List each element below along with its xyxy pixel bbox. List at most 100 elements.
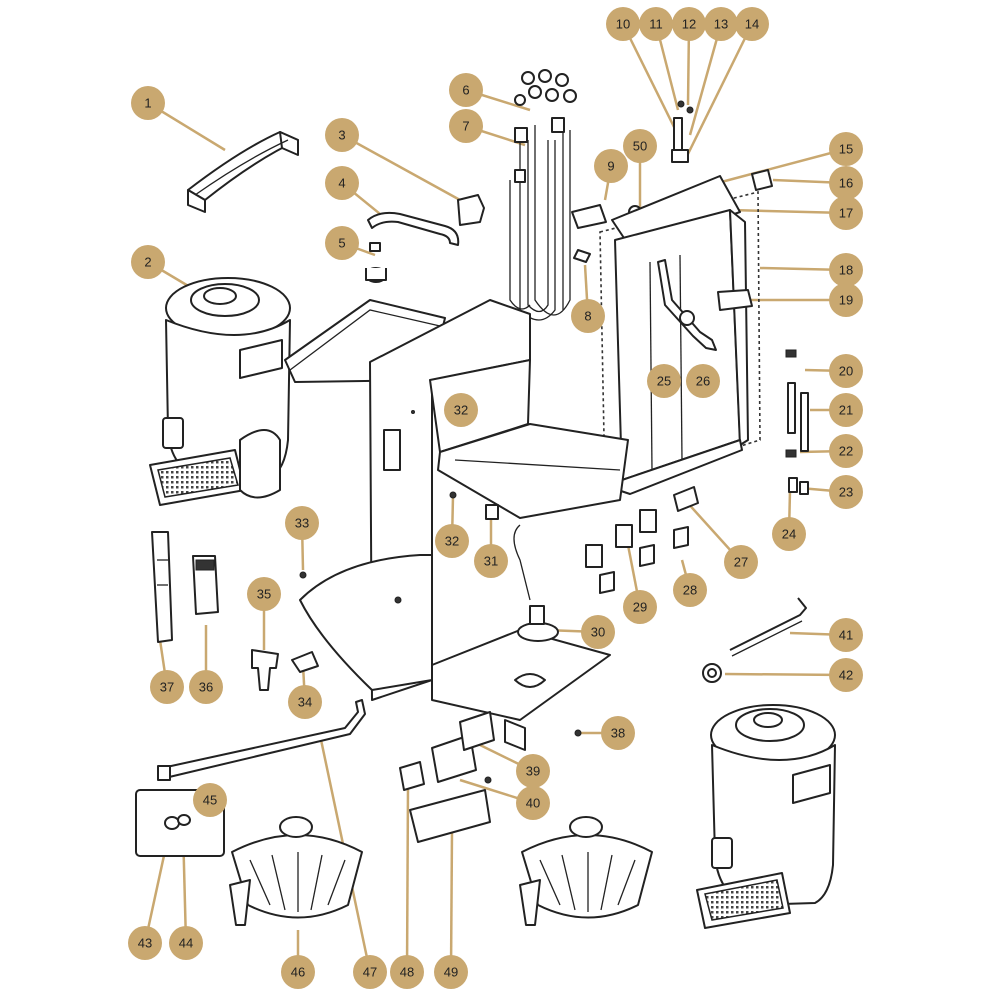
callout-badge-circle: [829, 283, 863, 317]
callout-number: 33: [295, 516, 309, 531]
callout-33: 33: [285, 506, 319, 540]
parts-drawing: [135, 69, 836, 929]
callout-number: 50: [633, 139, 647, 154]
callout-badge-circle: [449, 109, 483, 143]
part-water-tank: [599, 175, 761, 495]
callout-badge-circle: [647, 364, 681, 398]
callout-number: 42: [839, 668, 853, 683]
part-heating-elements: [509, 69, 577, 321]
callout-badge-circle: [829, 354, 863, 388]
callout-44: 44: [169, 926, 203, 960]
callout-badge-circle: [829, 132, 863, 166]
callout-badge-circle: [772, 517, 806, 551]
callout-number: 6: [462, 83, 469, 98]
callout-number: 47: [363, 965, 377, 980]
callout-badge-circle: [686, 364, 720, 398]
callout-badge-circle: [829, 658, 863, 692]
part-water-hose: [157, 699, 366, 781]
callout-22: 22: [829, 434, 863, 468]
callout-number: 7: [462, 119, 469, 134]
leader-line-13: [688, 23, 723, 136]
part-handle-bracket: [187, 131, 299, 213]
callout-number: 43: [138, 936, 152, 951]
callout-badge-circle: [829, 393, 863, 427]
part-thermal-server-left: [149, 277, 291, 506]
callout-32: 32: [435, 524, 469, 558]
callout-badge-circle: [444, 393, 478, 427]
callout-badge-circle: [434, 955, 468, 989]
callout-6: 6: [449, 73, 483, 107]
callout-number: 10: [616, 17, 630, 32]
callout-8: 8: [571, 299, 605, 333]
callout-number: 4: [338, 176, 345, 191]
callout-number: 1: [144, 96, 151, 111]
callout-number: 23: [839, 485, 853, 500]
callout-badge-circle: [601, 716, 635, 750]
callout-badge-circle: [189, 670, 223, 704]
callout-badge-circle: [325, 166, 359, 200]
callout-24: 24: [772, 517, 806, 551]
callout-badge-circle: [169, 926, 203, 960]
callout-16: 16: [829, 166, 863, 200]
callout-badge-circle: [571, 299, 605, 333]
callout-number: 49: [444, 965, 458, 980]
callout-number: 32: [454, 403, 468, 418]
callout-34: 34: [288, 685, 322, 719]
callout-number: 3: [338, 128, 345, 143]
callout-17: 17: [829, 196, 863, 230]
callout-number: 35: [257, 587, 271, 602]
callout-10: 10: [606, 7, 640, 41]
callout-26: 26: [686, 364, 720, 398]
callout-23: 23: [829, 475, 863, 509]
leader-line-48: [405, 784, 410, 973]
callout-badge-circle: [128, 926, 162, 960]
callout-number: 17: [839, 206, 853, 221]
part-faucet: [251, 649, 319, 691]
callout-number: 14: [745, 17, 759, 32]
callout-number: 18: [839, 263, 853, 278]
callout-badge-circle: [829, 434, 863, 468]
part-screws: [299, 491, 499, 579]
callout-5: 5: [325, 226, 359, 260]
callout-49: 49: [434, 955, 468, 989]
callout-number: 38: [611, 726, 625, 741]
part-lever-and-strip: [151, 531, 219, 643]
callout-35: 35: [247, 577, 281, 611]
callout-29: 29: [623, 590, 657, 624]
callout-39: 39: [516, 754, 550, 788]
callout-badge-circle: [623, 590, 657, 624]
part-level-tube: [785, 349, 809, 495]
callout-42: 42: [829, 658, 863, 692]
callout-number: 8: [584, 309, 591, 324]
leader-line-42: [724, 672, 847, 677]
part-thermal-server-right: [696, 704, 836, 929]
callout-48: 48: [390, 955, 424, 989]
leader-line-10: [621, 23, 680, 136]
callout-badge-circle: [247, 577, 281, 611]
callout-badge-circle: [704, 7, 738, 41]
callout-18: 18: [829, 253, 863, 287]
callout-badge-circle: [353, 955, 387, 989]
callout-badge-circle: [829, 253, 863, 287]
callout-number: 41: [839, 628, 853, 643]
callout-number: 21: [839, 403, 853, 418]
callout-number: 24: [782, 527, 796, 542]
callout-badge-circle: [829, 475, 863, 509]
callout-number: 45: [203, 793, 217, 808]
callout-40: 40: [516, 786, 550, 820]
callout-number: 20: [839, 364, 853, 379]
callout-number: 13: [714, 17, 728, 32]
part-cable: [702, 597, 807, 683]
callout-badge-circle: [131, 86, 165, 120]
callout-badge-circle: [390, 955, 424, 989]
callout-number: 32: [445, 534, 459, 549]
callout-number: 37: [160, 680, 174, 695]
part-small-electrical: [585, 486, 699, 594]
callout-badge-circle: [131, 245, 165, 279]
callout-badge-circle: [193, 783, 227, 817]
part-tube-and-fittings: [365, 194, 485, 283]
callout-number: 11: [649, 17, 663, 32]
callout-12: 12: [672, 7, 706, 41]
part-main-body: [284, 299, 629, 751]
